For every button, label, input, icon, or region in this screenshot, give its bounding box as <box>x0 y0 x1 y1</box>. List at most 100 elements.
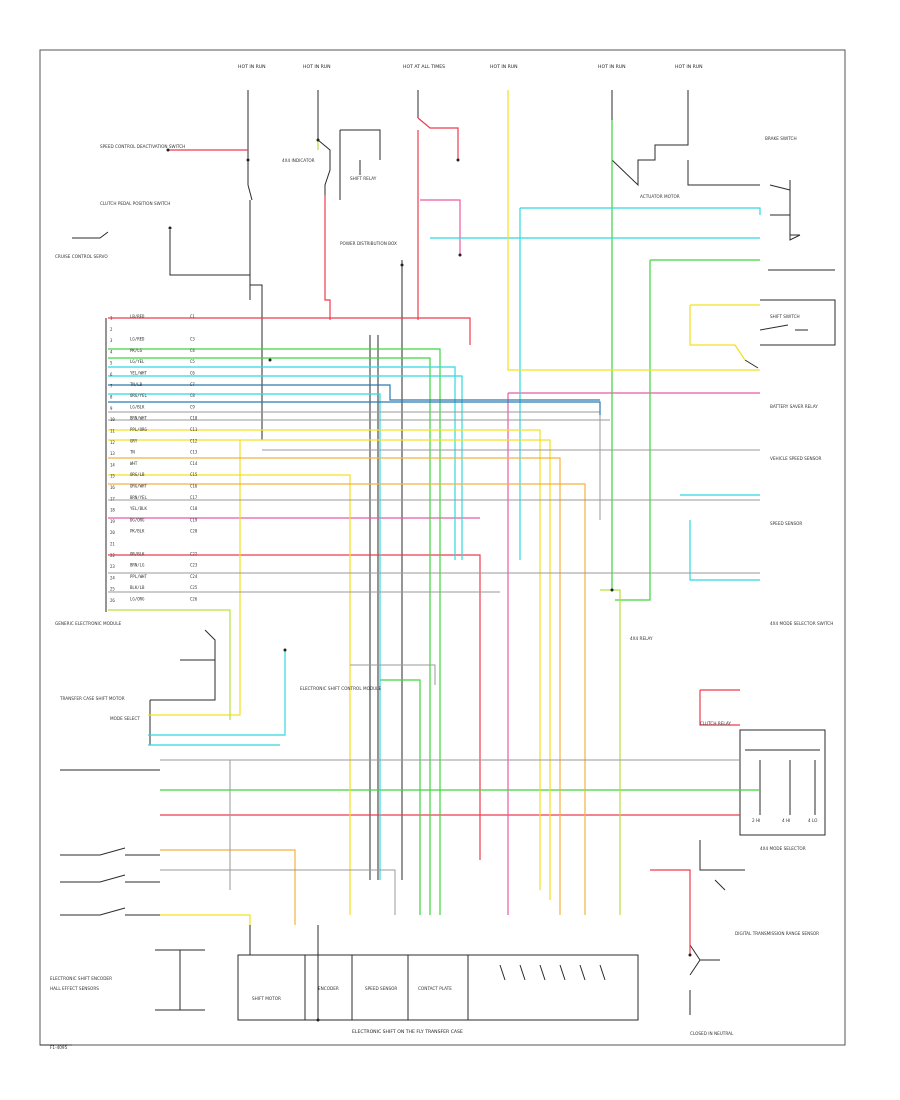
pin-wire-color: BRN/YEL <box>130 495 147 500</box>
fuse-labels: HOT IN RUN HOT IN RUN HOT AT ALL TIMES H… <box>238 64 703 70</box>
pin-wire-color: BRN/WHT <box>130 416 147 421</box>
pin-number: 2 <box>110 327 113 332</box>
label-shift-switch: SHIFT SWITCH <box>770 314 800 319</box>
red-wires <box>108 117 740 955</box>
fuse-label-5: HOT IN RUN <box>598 64 626 70</box>
pin-wire-color: PPL/ORG <box>130 427 147 432</box>
pin-circuit: C11 <box>190 427 198 432</box>
pin-wire-color: OR/BLK <box>130 551 145 556</box>
pin-circuit: C14 <box>190 461 198 466</box>
pin-number: 8 <box>110 395 113 400</box>
label-generic-module: GENERIC ELECTRONIC MODULE <box>55 621 122 626</box>
neutral-note: CLOSED IN NEUTRAL <box>690 1031 734 1036</box>
fuse-label-2: HOT IN RUN <box>303 64 331 70</box>
pin-wire-color: BLK/LB <box>130 585 145 590</box>
pin-circuit: C7 <box>190 382 195 387</box>
pin-circuit: C26 <box>190 597 198 602</box>
dark-wires <box>40 90 836 1046</box>
pin-number: 17 <box>110 496 115 501</box>
pin-number: 24 <box>110 575 115 580</box>
pin-number: 20 <box>110 530 115 535</box>
label-clutch-switch: CLUTCH PEDAL POSITION SWITCH <box>100 201 170 206</box>
label-shift-control-module: ELECTRONIC SHIFT CONTROL MODULE <box>300 686 382 691</box>
pin-number: 5 <box>110 361 113 366</box>
selector-pos-3: 4 LO <box>808 818 818 823</box>
pin-number: 10 <box>110 417 115 422</box>
pin-wire-color: WHT <box>130 461 138 466</box>
label-hall-sensors: HALL EFFECT SENSORS <box>50 986 99 991</box>
green-wires <box>108 120 760 915</box>
fuse-label-1: HOT IN RUN <box>238 64 266 70</box>
pin-wire-color: YEL/WHT <box>130 371 147 376</box>
pin-wire-color: PK/LG <box>130 348 143 353</box>
pink-wires <box>108 199 760 915</box>
pin-number: 3 <box>110 338 113 343</box>
pin-wire-color: TN <box>130 450 135 455</box>
fuse-label-4: HOT IN RUN <box>490 64 518 70</box>
pin-number: 21 <box>110 542 115 547</box>
module-section-1: SHIFT MOTOR <box>252 996 281 1001</box>
label-4x4-relay: 4X4 RELAY <box>630 636 653 641</box>
pin-wire-color: GRY <box>130 438 138 443</box>
label-power-distribution: POWER DISTRIBUTION BOX <box>340 241 397 246</box>
label-transfer-motor: TRANSFER CASE SHIFT MOTOR <box>59 696 125 701</box>
pin-number: 4 <box>110 349 113 354</box>
pin-circuit: C13 <box>190 450 198 455</box>
pin-wire-color: ORG/LB <box>130 472 145 477</box>
pin-circuit: C9 <box>190 404 195 409</box>
label-actuator-motor: ACTUATOR MOTOR <box>640 194 680 199</box>
pin-wire-color: ORG/YEL <box>130 393 147 398</box>
pin-number: 18 <box>110 508 115 513</box>
fuse-label-3: HOT AT ALL TIMES <box>403 64 445 70</box>
pin-circuit: C24 <box>190 574 198 579</box>
label-speed-control-switch: SPEED CONTROL DEACTIVATION SWITCH <box>100 144 185 149</box>
pin-wire-color: TN/LB <box>130 382 143 387</box>
selector-positions: 2 HI 4 HI 4 LO <box>752 818 818 823</box>
label-vehicle-speed-sensor: VEHICLE SPEED SENSOR <box>770 456 822 461</box>
pin-number: 11 <box>110 429 115 434</box>
module-section-3: SPEED SENSOR <box>365 986 397 991</box>
pin-circuit: C20 <box>190 529 198 534</box>
pin-circuit: C15 <box>190 472 198 477</box>
yellow-wires <box>108 90 760 925</box>
pin-number: 1 <box>110 316 113 321</box>
pin-wire-color: DG/ORG <box>130 517 145 522</box>
yellowgreen-wires <box>108 140 621 915</box>
pin-circuit: C1 <box>190 314 195 319</box>
pin-number: 23 <box>110 564 115 569</box>
module-caption: ELECTRONIC SHIFT ON THE FLY TRANSFER CAS… <box>352 1029 463 1035</box>
pin-number: 26 <box>110 598 115 603</box>
label-4x4-indicator: 4X4 INDICATOR <box>282 158 315 163</box>
selector-pos-1: 2 HI <box>752 818 760 823</box>
pin-wire-color: LG/RED <box>130 337 145 342</box>
junction-dots <box>166 138 692 1022</box>
blue-wires <box>108 384 601 415</box>
label-battery-saver-relay: BATTERY SAVER RELAY <box>770 404 818 409</box>
pin-circuit: C17 <box>190 495 198 500</box>
pin-circuit: C12 <box>190 438 198 443</box>
label-shift-relay: SHIFT RELAY <box>350 176 377 181</box>
orange-wires <box>108 457 586 925</box>
pin-circuit: C8 <box>190 393 195 398</box>
pin-number: 13 <box>110 451 115 456</box>
label-shift-encoder: ELECTRONIC SHIFT ENCODER <box>50 976 112 981</box>
pin-circuit: C22 <box>190 551 198 556</box>
ref-code: F1-4095 <box>50 1045 68 1050</box>
pin-number: 9 <box>110 406 113 411</box>
label-range-sensor: DIGITAL TRANSMISSION RANGE SENSOR <box>735 931 819 936</box>
pin-number: 14 <box>110 462 115 467</box>
selector-pos-2: 4 HI <box>782 818 790 823</box>
label-brake-switch: BRAKE SWITCH <box>765 136 797 141</box>
fuse-label-6: HOT IN RUN <box>675 64 703 70</box>
pin-number: 12 <box>110 440 115 445</box>
pin-number: 25 <box>110 587 115 592</box>
pin-circuit: C16 <box>190 484 198 489</box>
pin-circuit: C18 <box>190 506 198 511</box>
pin-circuit: C25 <box>190 585 198 590</box>
diagram-border <box>39 49 846 1046</box>
pin-wire-color: PK/BLK <box>130 529 145 534</box>
pin-number: 7 <box>110 383 113 388</box>
pin-number: 19 <box>110 519 115 524</box>
pin-wire-color: LG/ORG <box>130 597 145 602</box>
